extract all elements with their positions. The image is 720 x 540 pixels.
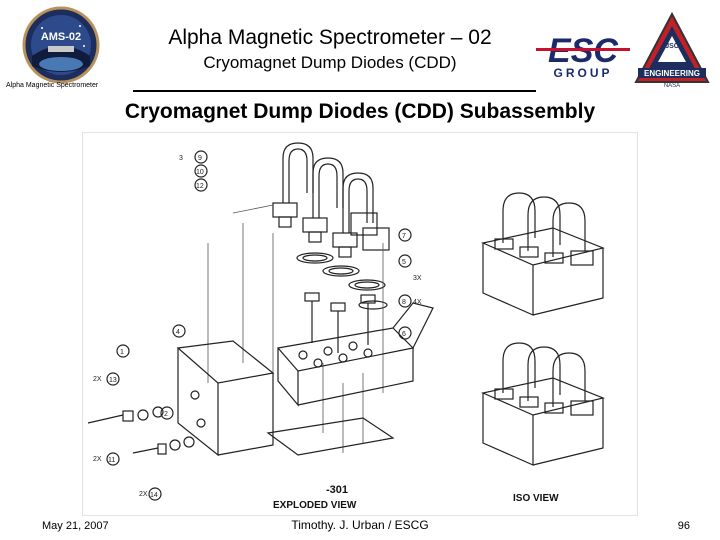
- esc-group-logo: ESC GROUP: [534, 32, 632, 80]
- cdd-technical-drawing: 9 10 12 3 7 5 3X 8 4X 6 4 1 2X 13 2X 11 …: [82, 132, 638, 516]
- callout-3x: 3X: [413, 275, 422, 282]
- svg-text:AMS-02: AMS-02: [41, 31, 81, 43]
- callout-2x-a: 2X: [93, 376, 102, 383]
- callout-4x: 4X: [413, 299, 422, 306]
- mounting-hardware: [87, 406, 195, 455]
- slide-heading: Cryomagnet Dump Diodes (CDD) Subassembly: [124, 100, 596, 123]
- callout-7: 7: [402, 233, 406, 240]
- callout-1: 1: [120, 349, 124, 356]
- callout-10: 10: [196, 169, 204, 176]
- footer-date: May 21, 2007: [42, 520, 109, 532]
- jsc-engineering-logo: JSC ENGINEERING NASA: [632, 10, 712, 90]
- callout-2x-b: 2X: [93, 456, 102, 463]
- iso-view-upper: [481, 192, 605, 316]
- callout-6: 6: [402, 331, 406, 338]
- part-number: -301: [326, 484, 348, 496]
- screws: [304, 292, 376, 353]
- callouts: 9 10 12 3 7 5 3X 8 4X 6 4 1 2X 13 2X 11 …: [93, 150, 422, 501]
- svg-text:JSC: JSC: [665, 43, 679, 50]
- callout-14: 14: [150, 492, 158, 499]
- svg-text:GROUP: GROUP: [553, 66, 612, 80]
- ams-02-logo: AMS-02: [22, 6, 100, 84]
- base-plate: [266, 417, 395, 456]
- page-number: 96: [677, 520, 690, 532]
- mounting-bracket: [176, 340, 275, 457]
- iso-view-label: ISO VIEW: [513, 493, 559, 504]
- ams-caption: Alpha Magnetic Spectrometer: [6, 82, 99, 89]
- presentation-title: Alpha Magnetic Spectrometer – 02: [168, 26, 492, 49]
- header-divider: [133, 90, 536, 92]
- callout-8: 8: [402, 299, 406, 306]
- exploded-view-label: EXPLODED VIEW: [273, 500, 357, 511]
- svg-text:ENGINEERING: ENGINEERING: [644, 69, 700, 78]
- guide-lines: [207, 204, 384, 453]
- callout-11: 11: [108, 457, 115, 464]
- view-labels: -301 EXPLODED VIEW ISO VIEW: [273, 484, 559, 511]
- svg-text:NASA: NASA: [664, 83, 680, 89]
- callout-5: 5: [402, 259, 406, 266]
- presentation-subtitle: Cryomagnet Dump Diodes (CDD): [203, 53, 457, 72]
- callout-2x-c: 2X: [139, 491, 148, 498]
- footer-author: Timothy. J. Urban / ESCG: [291, 518, 429, 532]
- callout-2: 2: [164, 411, 168, 418]
- callout-12: 12: [196, 183, 204, 190]
- callout-13: 13: [109, 377, 117, 384]
- callout-4: 4: [176, 329, 180, 336]
- callout-9: 9: [198, 155, 202, 162]
- diode-straps-exploded: [272, 142, 390, 258]
- iso-view-lower: [481, 342, 605, 466]
- callout-3: 3: [179, 155, 183, 162]
- terminal-block: [276, 302, 434, 407]
- washers: [296, 252, 388, 310]
